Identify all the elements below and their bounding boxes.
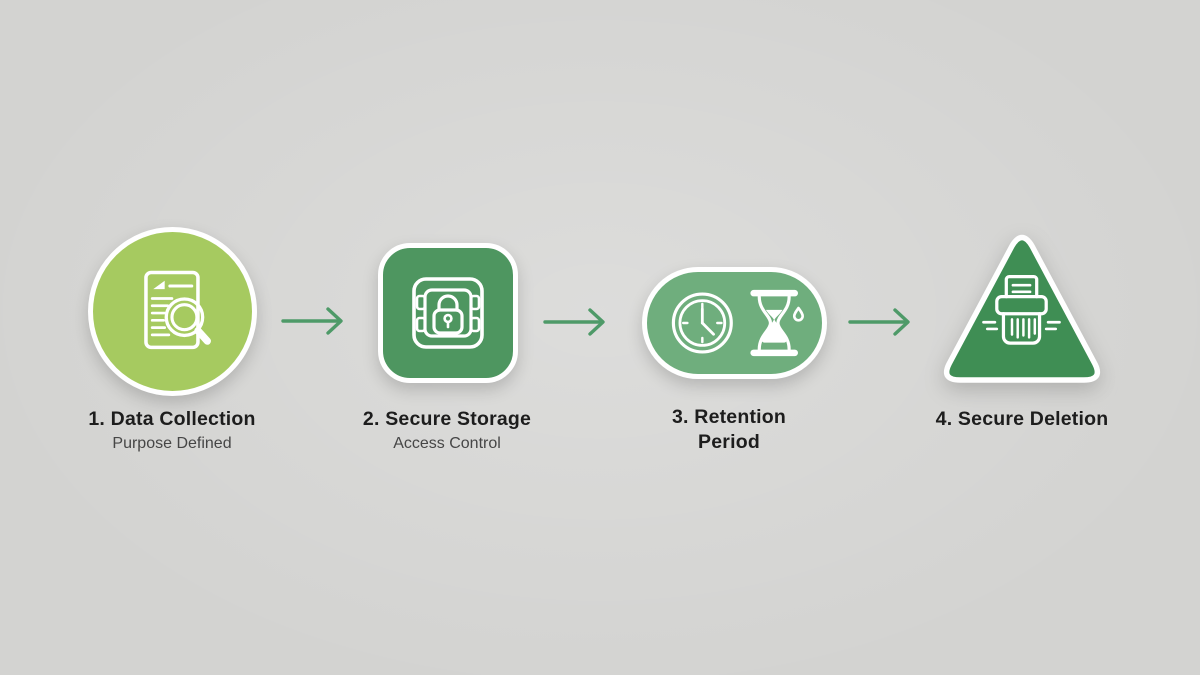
clock-hourglass-icon	[671, 289, 804, 357]
safe-lock-icon	[412, 277, 484, 349]
step-2-subtitle: Access Control	[393, 435, 501, 452]
step-3-title: 3. Retention Period	[672, 406, 786, 453]
step-1-title: 1. Data Collection	[88, 408, 256, 430]
step-3-shape-pill	[642, 267, 827, 379]
step-2-title: 2. Secure Storage	[362, 408, 532, 430]
step-1-subtitle: Purpose Defined	[112, 435, 232, 452]
step-4-title: 4. Secure Deletion	[935, 408, 1109, 430]
arrow-icon	[281, 307, 343, 335]
step-4-labels: 4. Secure Deletion	[902, 407, 1142, 432]
arrow-icon	[848, 308, 910, 336]
step-2-labels: 2. Secure Storage Access Control	[327, 407, 567, 456]
arrow-icon	[543, 308, 605, 336]
step-3-labels: 3. Retention Period	[654, 405, 804, 455]
step-2-shape-square	[378, 243, 518, 383]
document-magnifier-icon	[143, 270, 211, 349]
step-4-shape-triangle	[930, 226, 1114, 394]
shredder-icon	[982, 275, 1061, 345]
step-1-labels: 1. Data Collection Purpose Defined	[52, 407, 292, 456]
step-1-shape-circle	[88, 227, 257, 396]
